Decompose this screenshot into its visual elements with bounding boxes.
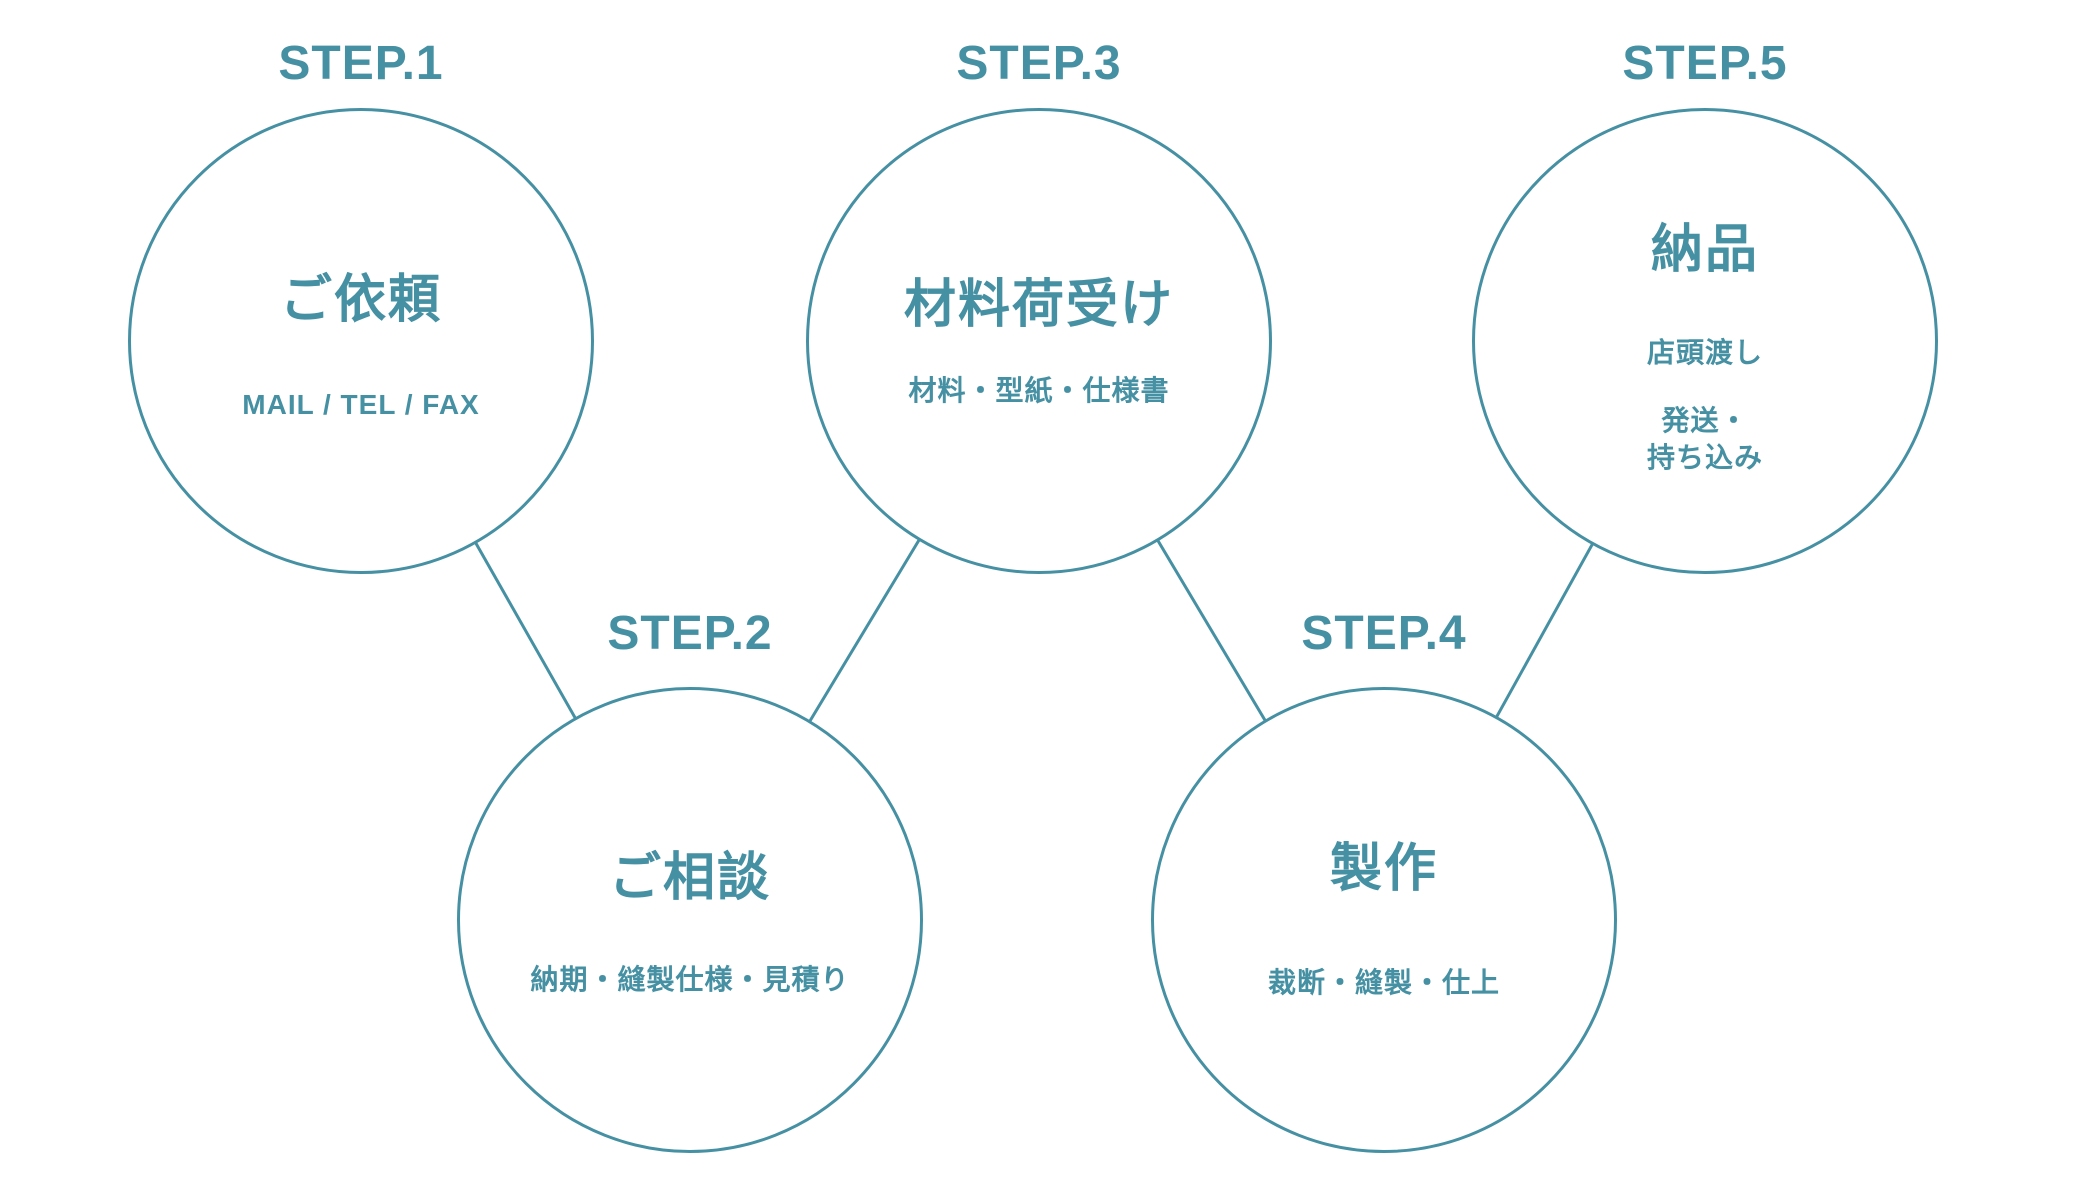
step3-title: 材料荷受け — [903, 276, 1174, 334]
step5-subtitle: 店頭渡し — [1646, 337, 1763, 368]
step4-subtitle: 裁断・縫製・仕上 — [1267, 967, 1500, 998]
step5-subtitle-secondary-line1: 発送・ — [1661, 405, 1749, 436]
step4-label: STEP.4 — [1301, 607, 1467, 660]
step4-title: 製作 — [1329, 840, 1438, 898]
step2-label: STEP.2 — [607, 607, 773, 660]
step1-title: ご依頼 — [279, 271, 442, 329]
step5-subtitle-secondary-line2: 持ち込み — [1646, 441, 1763, 473]
step1-circle: ご依頼 MAIL / TEL / FAX — [128, 108, 594, 574]
step3-subtitle: 材料・型紙・仕様書 — [908, 375, 1170, 406]
step2-subtitle: 納期・縫製仕様・見積り — [530, 964, 850, 995]
step1-label: STEP.1 — [278, 37, 444, 90]
step2-title: ご相談 — [608, 849, 771, 907]
step5-subtitle-secondary: 発送・ 持ち込み — [1475, 403, 1935, 477]
step3-circle: 材料荷受け 材料・型紙・仕様書 — [806, 108, 1272, 574]
step5-title: 納品 — [1650, 221, 1759, 279]
step5-label: STEP.5 — [1622, 37, 1788, 90]
step4-circle: 製作 裁断・縫製・仕上 — [1151, 687, 1617, 1153]
step3-label: STEP.3 — [956, 37, 1122, 90]
step5-circle: 納品 店頭渡し 発送・ 持ち込み — [1472, 108, 1938, 574]
step2-circle: ご相談 納期・縫製仕様・見積り — [457, 687, 923, 1153]
step1-subtitle: MAIL / TEL / FAX — [242, 389, 480, 420]
